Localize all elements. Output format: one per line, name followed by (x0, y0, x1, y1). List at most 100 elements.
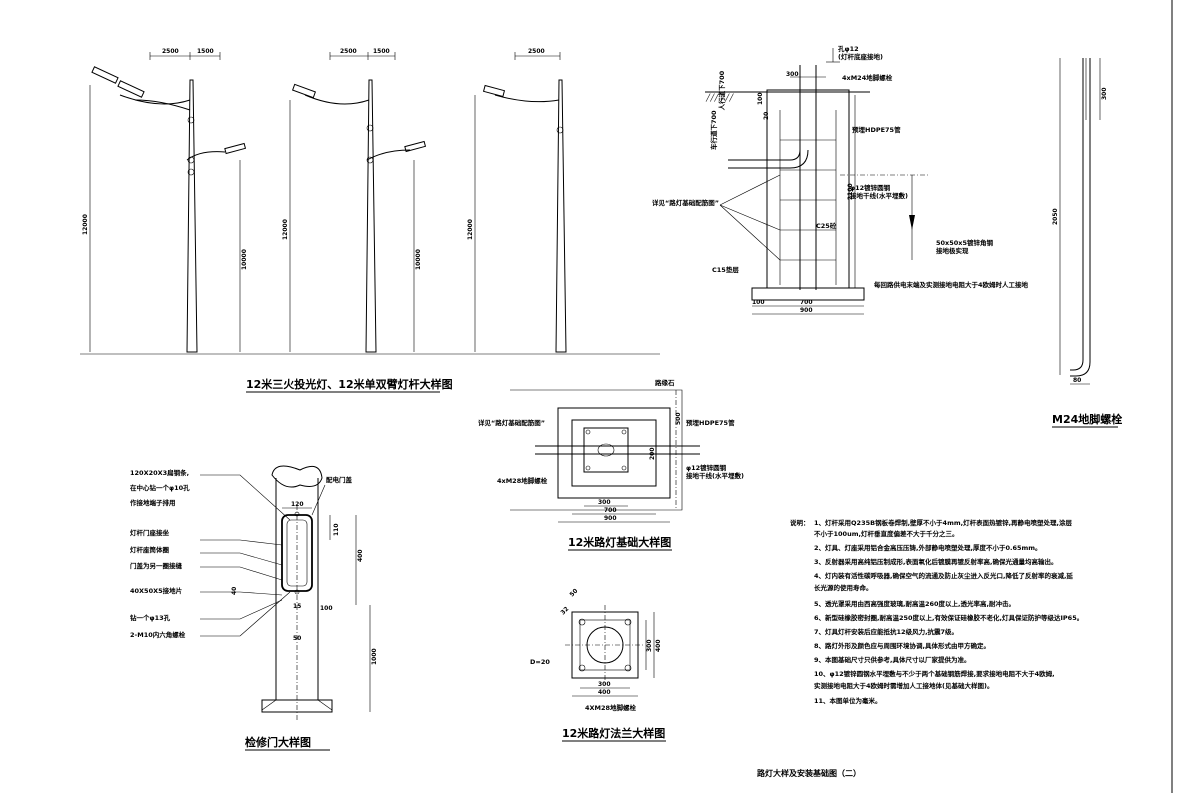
pole-double-arm: 12000 10000 (282, 79, 427, 353)
door-width-dim: 120 (291, 501, 304, 508)
foundation-plan-title: 12米路灯基础大样图 (568, 535, 671, 549)
anchor-bolt-title: M24地脚螺栓 (1052, 412, 1122, 426)
flange-dim-50: 50 (568, 588, 579, 599)
arm-span-dims: 2500 1500 2500 1500 2500 (149, 48, 561, 60)
notes-block: 说明： 1、灯杆采用Q235B钢板卷焊制,壁厚不小于4mm,灯杆表面热镀锌,再静… (790, 518, 1083, 705)
svg-text:╱╱╱ ╱╱╱: ╱╱╱ ╱╱╱ (705, 93, 734, 102)
door-dim-15: 15 (293, 603, 301, 610)
flange-dim-300-h: 300 (598, 681, 611, 688)
fs-anchor-bolt-label: 4xM24地脚螺栓 (842, 73, 893, 82)
flange-dim-300-v: 300 (646, 639, 653, 652)
door-label-9: 2-M10内六角螺栓 (130, 630, 186, 639)
door-label-10: 配电门盖 (326, 475, 353, 484)
bolt-foot-dim: 80 (1073, 377, 1081, 384)
fs-angle-steel-label: 50x50x5镀锌角钢接地极实现 (936, 238, 993, 255)
arm-offset-dim-1: 1500 (197, 48, 214, 55)
fs-pipe-label: 预埋HDPE75管 (852, 125, 901, 134)
flange-dim-400-h: 400 (598, 689, 611, 696)
note-line-0: 1、灯杆采用Q235B钢板卷焊制,壁厚不小于4mm,灯杆表面热镀锌,再静电喷塑处… (814, 518, 1073, 527)
pole-triple-light: 12000 10000 (82, 66, 248, 353)
fp-dim-500: 500 (675, 412, 682, 425)
note-line-6: 5、透光罩采用由西高强度玻璃,耐高温260度以上,透光率高,耐冲击。 (814, 599, 1015, 608)
fs-top-dim: 300 (786, 71, 799, 78)
note-line-11: 10、φ12镀锌圆钢水平埋敷与不少于两个基础钢筋焊接,要求接地电阻不大于4欧姆, (814, 669, 1055, 678)
fp-curb-label: 路缘石 (655, 378, 675, 387)
note-line-8: 7、灯具灯杆安装后应能抵抗12级风力,抗震7级。 (814, 627, 958, 636)
fs-bottom-left-dim: 100 (752, 299, 765, 306)
fs-concrete-label: C25砼 (816, 221, 837, 230)
pole-height-dim-2: 12000 (282, 219, 289, 240)
flange-dim-400-v: 400 (655, 639, 662, 652)
door-dim-100: 100 (320, 605, 333, 612)
fp-dim-300: 300 (598, 499, 611, 506)
door-dim-1000: 1000 (371, 648, 378, 665)
door-label-5: 灯杆座筒体圈 (130, 545, 170, 554)
door-label-1: 120X20X3扁钢条, (130, 468, 189, 477)
lower-arm-dim-2: 10000 (415, 249, 422, 270)
note-line-12: 实测接地电阻大于4欧姆时需增加人工接地体(见基础大样图)。 (814, 681, 993, 690)
door-dim-400: 400 (357, 549, 364, 562)
pole-elevation-title: 12米三火投光灯、12米单双臂灯杆大样图 (246, 377, 453, 391)
arm-offset-dim-2: 1500 (373, 48, 390, 55)
fs-ref-plan-label: 详见“路灯基础配筋图” (652, 198, 719, 207)
anchor-bolt-drawing: 300 2050 80 M24地脚螺栓 (1052, 58, 1122, 428)
note-line-13: 11、本图单位为毫米。 (814, 696, 882, 705)
note-line-1: 不小于100um,灯杆垂直度偏差不大于千分之三。 (814, 529, 958, 538)
pole-elevation-drawing: 2500 1500 2500 1500 2500 12000 10000 (80, 48, 660, 393)
flange-bolts-label: 4XM28地脚螺栓 (585, 703, 637, 712)
note-line-2: 2、灯具、灯座采用铝合金高压压铸,外部静电喷塑处理,厚度不小于0.65mm。 (814, 543, 1042, 552)
fp-ground-wire-label: φ12镀锌圆钢接地干线(水平埋敷) (686, 463, 744, 480)
arm-span-dim-3: 2500 (528, 48, 545, 55)
access-door-title: 检修门大样图 (245, 735, 311, 749)
door-dim-50: 50 (293, 635, 301, 642)
arm-span-dim-2: 2500 (340, 48, 357, 55)
fp-anchor-label: 4xM28地脚螺栓 (497, 476, 548, 485)
notes-heading: 说明： (790, 518, 810, 527)
door-label-7: 40X50X5接地片 (130, 586, 182, 595)
fs-side-dim-a: 100 (757, 92, 764, 105)
lower-arm-dim-1: 10000 (241, 249, 248, 270)
sheet-title: 路灯大样及安装基础图（二） (757, 768, 861, 778)
bolt-hook-dim: 300 (1101, 87, 1108, 100)
door-dim-110: 110 (333, 523, 340, 536)
fp-pipe-label: 预埋HDPE75管 (686, 418, 735, 427)
door-dim-40: 40 (231, 587, 238, 595)
arm-span-dim-1: 2500 (162, 48, 179, 55)
pole-height-dim-1: 12000 (82, 214, 89, 235)
door-label-2: 在中心钻一个φ10孔 (130, 483, 190, 492)
door-label-3: 作接地端子排用 (130, 498, 176, 507)
note-line-4: 4、灯内装有活性碳呼吸器,确保空气的流通及防止灰尘进入反光口,降低了反射率的衰减… (814, 571, 1073, 580)
foundation-section-drawing: ╱╱╱ ╱╱╱ 300 100 20 2100 100 700 900 孔φ12… (652, 45, 1029, 315)
door-label-6: 门盖为另一圈接缝 (130, 561, 183, 570)
flange-thickness-label: D=20 (530, 658, 550, 666)
note-line-3: 3、反射器采用高纯铝压制成形,表面氧化后镀膜再镀反射率高,确保光通量均高输出。 (814, 557, 1057, 566)
note-line-9: 8、路灯外形及颜色应与周围环境协调,具体形式由甲方确定。 (814, 641, 990, 650)
flange-dim-32: 32 (559, 606, 570, 617)
pole-height-dim-3: 12000 (467, 219, 474, 240)
fs-ground-wire-label: φ12镀锌圆钢接地干线(水平埋敷) (850, 183, 908, 200)
access-door-drawing: 120 110 400 1000 40 15 50 100 120X20X3扁钢… (130, 465, 378, 751)
fs-side-dim-b: 20 (763, 112, 770, 120)
bolt-length-dim: 2050 (1052, 208, 1059, 225)
fs-bottom-total-dim: 900 (800, 307, 813, 314)
door-label-8: 钻一个φ13孔 (130, 613, 171, 622)
fp-dim-900: 900 (604, 515, 617, 522)
pole-single-arm: 12000 (467, 79, 567, 353)
fs-depth-note: 车行道下700人行道下700 (709, 70, 726, 150)
flange-plan-title: 12米路灯法兰大样图 (562, 726, 665, 740)
fp-dim-700: 700 (604, 507, 617, 514)
note-line-10: 9、本图基础尺寸只供参考,具体尺寸以厂家提供为准。 (814, 655, 971, 664)
foundation-plan-drawing: 路缘石 详见“路灯基础配筋图” 预埋HDPE75管 4xM28地脚螺栓 φ12镀… (478, 378, 744, 551)
note-line-7: 6、新型硅橡胶密封圈,耐高温250度以上,有效保证硅橡胶不老化,灯具保证防护等级… (814, 613, 1083, 622)
note-line-5: 长光源的使用寿命。 (814, 583, 873, 592)
fs-earth-note: 每回路供电末端及实测接地电阻大于4欧姆时人工接地 (874, 280, 1029, 289)
fs-ground-bolt-label: 孔φ12 (838, 45, 859, 53)
fs-ground-bolt-sub: (灯杆底座接地) (838, 52, 883, 61)
fs-bottom-w-dim: 700 (800, 299, 813, 306)
door-label-4: 灯杆门座接坐 (130, 528, 170, 537)
fs-cushion-label: C15垫层 (712, 265, 739, 274)
fp-ref-plan-label: 详见“路灯基础配筋图” (478, 418, 545, 427)
fs-depth-dim: 2100 (847, 183, 854, 200)
flange-plan-drawing: 300 400 300 400 50 32 D=20 4XM28地脚螺栓 12米… (530, 588, 666, 742)
